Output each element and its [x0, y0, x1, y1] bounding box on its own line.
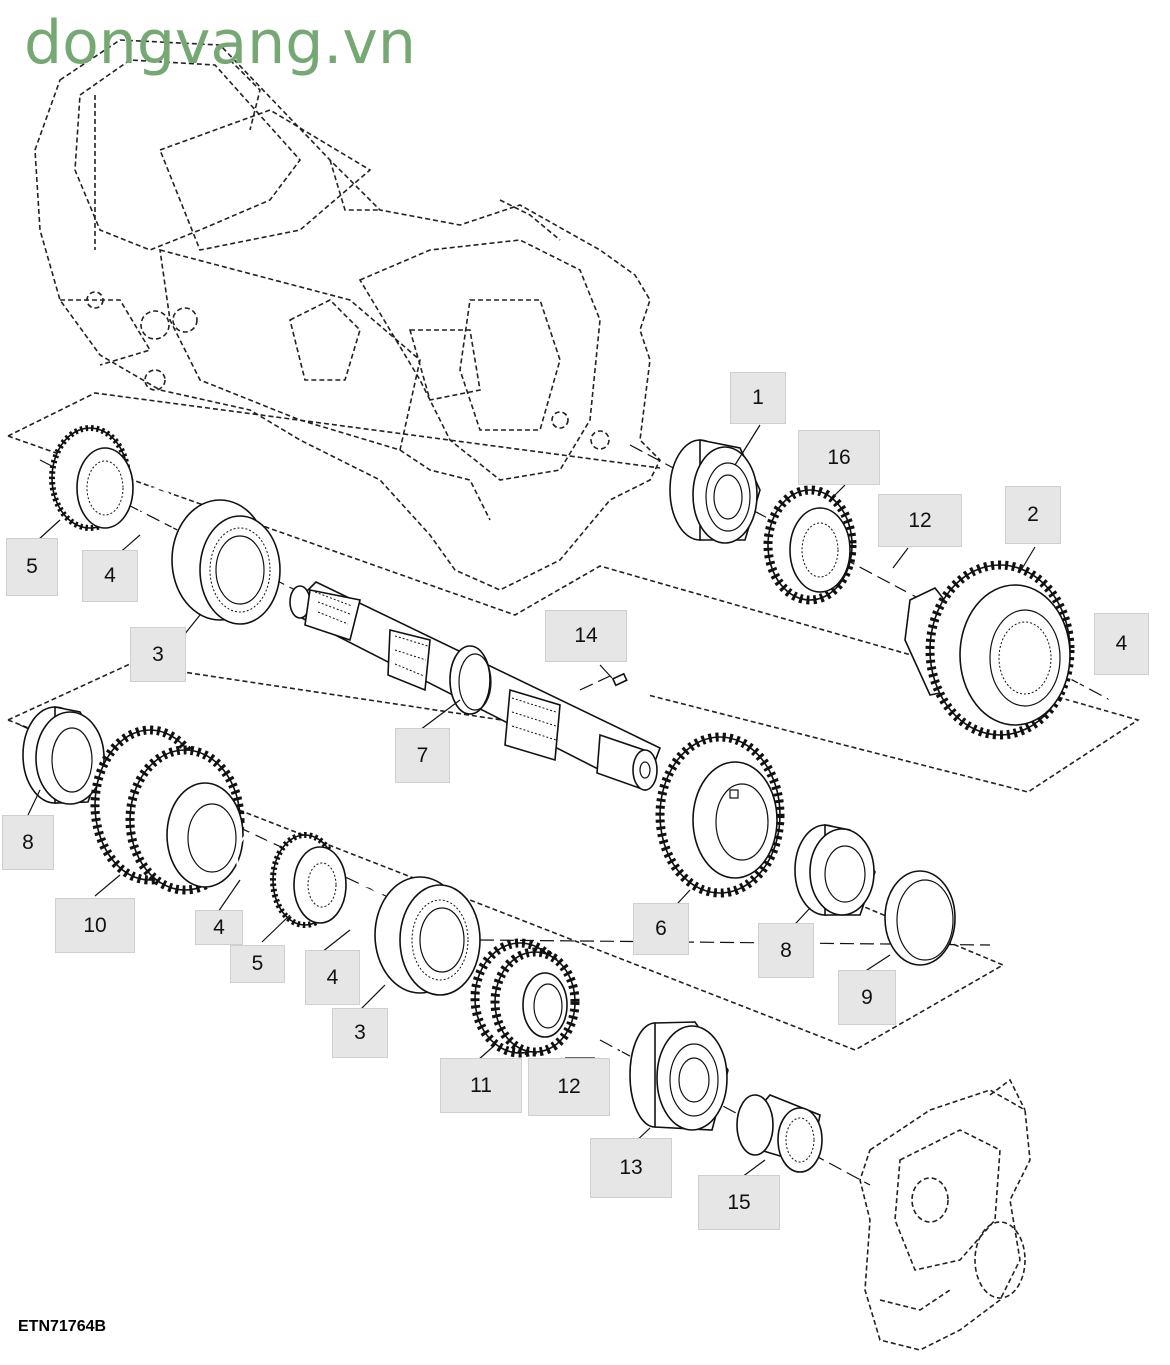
sync-hub-lower [270, 832, 347, 928]
double-helical-gear [90, 725, 245, 895]
callout-1: 1 [730, 372, 786, 424]
needle-bearing [736, 1094, 823, 1173]
snap-ring-far-right [1069, 678, 1111, 732]
helical-gear-large [655, 732, 785, 898]
callout-3-upper: 3 [130, 627, 186, 682]
shift-collar-upper [171, 499, 281, 625]
callout-8-left: 8 [2, 815, 54, 870]
snap-ring-lower-c [586, 1012, 624, 1065]
rear-cover [859, 1078, 1031, 1351]
callout-5-upper: 5 [6, 538, 58, 596]
main-shaft [289, 581, 662, 792]
bearing-lower-right [794, 824, 876, 916]
callout-11: 11 [440, 1058, 522, 1113]
callout-8-right: 8 [758, 923, 814, 978]
bearing-lower-left [22, 706, 105, 805]
ball-bearing-lower [629, 1021, 729, 1131]
callout-4-lower-a: 4 [195, 910, 243, 945]
callout-4-lower-b: 4 [305, 950, 360, 1005]
callout-12-lower: 12 [528, 1058, 610, 1116]
callout-9: 9 [838, 970, 896, 1025]
callout-2: 2 [1005, 486, 1061, 544]
spacer-ring [884, 870, 956, 966]
shift-collar-lower [374, 876, 481, 996]
transmission-housing [34, 39, 661, 591]
callout-12-upper: 12 [878, 494, 962, 547]
callout-16: 16 [798, 430, 880, 485]
callout-14: 14 [545, 610, 627, 662]
callout-4-far-right: 4 [1094, 613, 1149, 675]
callout-6: 6 [633, 903, 689, 955]
snap-ring-upper-left [138, 487, 176, 541]
snap-ring-lower-a [236, 831, 274, 885]
helical-gear-small [470, 938, 580, 1058]
site-watermark: dongvang.vn [24, 8, 416, 78]
ball-bearing-upper [669, 439, 761, 544]
callout-10: 10 [55, 898, 135, 953]
figure-reference-code: ETN71764B [18, 1318, 107, 1335]
roll-pin [611, 672, 628, 687]
large-gear-with-hub [904, 560, 1075, 740]
callout-4-upper-left: 4 [82, 550, 138, 602]
snap-ring-upper-right [872, 560, 908, 614]
group-boundaries [7, 392, 1140, 1051]
callout-13: 13 [590, 1138, 672, 1198]
callout-5-lower: 5 [230, 945, 285, 983]
callout-15: 15 [698, 1175, 780, 1230]
sync-hub-upper [49, 425, 134, 531]
drive-gear-small [763, 485, 857, 605]
callout-7: 7 [395, 728, 450, 783]
callout-3-lower: 3 [332, 1008, 388, 1058]
